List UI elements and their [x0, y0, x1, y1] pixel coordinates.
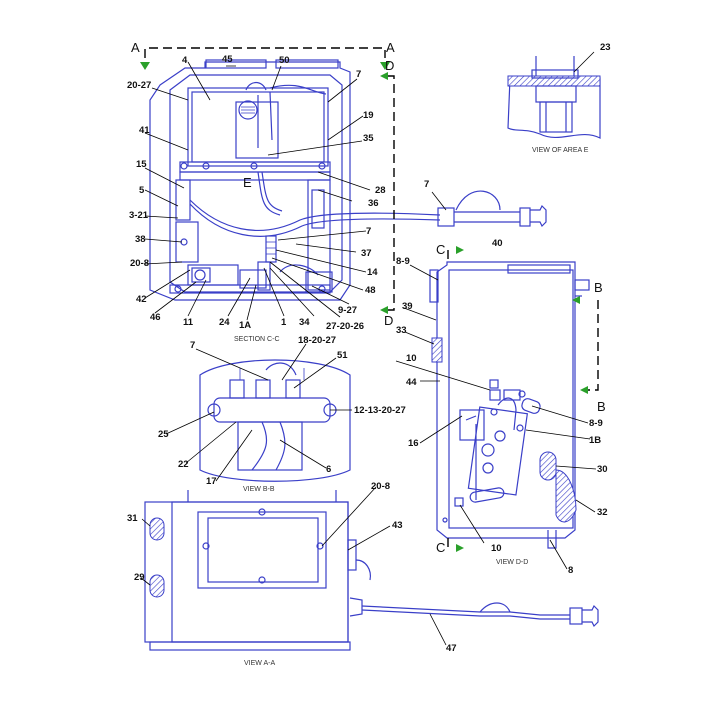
- callout-label: 50: [279, 55, 290, 66]
- callout-label: 47: [446, 643, 457, 654]
- a-right-arrow: [380, 62, 390, 70]
- b-bottom-arrow: [580, 386, 588, 394]
- callout-label: 7: [356, 69, 361, 80]
- marker-a-left: A: [131, 40, 140, 55]
- callout-label: 30: [597, 464, 608, 475]
- callout-label: 29: [134, 572, 145, 583]
- callout-label: 41: [139, 125, 150, 136]
- callout-label: 18-20-27: [298, 335, 336, 346]
- leader-lines: [140, 51, 597, 646]
- caption-view-bb: VIEW B-B: [243, 486, 275, 493]
- callout-label: 1A: [239, 320, 251, 331]
- callout-label: 17: [206, 476, 217, 487]
- callout-label: 1B: [589, 435, 601, 446]
- marker-a-right: A: [386, 40, 395, 55]
- view-dd-callouts: 40 8-9 39 33 10 44 8-9 1B 16 30 32 10 8: [396, 238, 608, 576]
- callout-label: 20-8: [130, 258, 149, 269]
- marker-b-top: B: [594, 280, 603, 295]
- caption-view-dd: VIEW D-D: [496, 559, 528, 566]
- callout-label: 6: [326, 464, 331, 475]
- view-aa-callouts: 20-8 31 43 29 47: [127, 481, 457, 654]
- callout-label: 44: [406, 377, 417, 388]
- caption-view-aa: VIEW A-A: [244, 660, 275, 667]
- callout-label: 1: [281, 317, 287, 328]
- section-cc-drawing: [149, 59, 441, 301]
- callout-label: 22: [178, 459, 189, 470]
- view-dd-drawing: [429, 261, 590, 549]
- callout-label: 31: [127, 513, 138, 524]
- area-e-callouts: 23: [600, 42, 611, 53]
- caption-area-e: VIEW OF AREA E: [532, 147, 589, 154]
- view-aa-drawing: [144, 490, 599, 651]
- callout-label: 25: [158, 429, 169, 440]
- callout-label: 20-27: [127, 80, 151, 91]
- callout-label: 3-21: [129, 210, 149, 221]
- caption-section-cc: SECTION C-C: [234, 336, 280, 343]
- d-top-arrow: [380, 72, 388, 80]
- callout-label: 15: [136, 159, 147, 170]
- callout-label: 4: [182, 55, 188, 66]
- callout-label: 48: [365, 285, 376, 296]
- callout-label: 32: [597, 507, 608, 518]
- area-e-drawing: [507, 56, 601, 139]
- callout-label: 20-8: [371, 481, 390, 492]
- callout-label: 10: [491, 543, 502, 554]
- section-lines: [144, 47, 599, 548]
- harness-callouts: 7: [424, 179, 429, 190]
- view-bb-callouts: 7 18-20-27 51 25 12-13-20-27 22 6 17: [158, 335, 406, 487]
- view-captions: SECTION C-C VIEW OF AREA E VIEW B-B VIEW…: [234, 147, 589, 667]
- callout-label: 11: [183, 317, 194, 328]
- callout-label: 14: [367, 267, 378, 278]
- callout-label: 24: [219, 317, 230, 328]
- callout-label: 7: [424, 179, 429, 190]
- a-left-arrow: [140, 62, 150, 70]
- callout-label: 12-13-20-27: [354, 405, 406, 416]
- section-letters: A A D D B B C C E: [131, 40, 606, 555]
- callout-label: 28: [375, 185, 386, 196]
- callout-label: 51: [337, 350, 348, 361]
- callout-label: 37: [361, 248, 372, 259]
- callout-label: 5: [139, 185, 145, 196]
- callout-label: 27-20-26: [326, 321, 364, 332]
- marker-d-bottom: D: [384, 313, 393, 328]
- callout-label: 10: [406, 353, 417, 364]
- callout-label: 40: [492, 238, 503, 249]
- callout-label: 8-9: [396, 256, 410, 267]
- callout-label: 38: [135, 234, 146, 245]
- callout-label: 8: [568, 565, 573, 576]
- c-top-arrow: [456, 246, 464, 254]
- callout-label: 34: [299, 317, 310, 328]
- callout-label: 7: [366, 226, 371, 237]
- d-bottom-arrow: [380, 306, 388, 314]
- b-top-arrow: [572, 296, 580, 304]
- marker-c-top: C: [436, 242, 445, 257]
- callout-label: 42: [136, 294, 147, 305]
- callout-label: 46: [150, 312, 161, 323]
- callout-label: 23: [600, 42, 611, 53]
- callout-label: 33: [396, 325, 407, 336]
- callout-label: 43: [392, 520, 403, 531]
- marker-b-bottom: B: [597, 399, 606, 414]
- section-cc-callouts: 4 45 50 7 20-27 19 41 35 15 28 5 36 3-21…: [127, 54, 386, 332]
- harness-drawing: [437, 190, 547, 228]
- section-arrows: [140, 62, 588, 552]
- callout-label: 45: [222, 54, 233, 65]
- callout-label: 35: [363, 133, 374, 144]
- callout-label: 16: [408, 438, 419, 449]
- callout-label: 7: [190, 340, 195, 351]
- marker-c-bottom: C: [436, 540, 445, 555]
- callout-label: 36: [368, 198, 379, 209]
- callout-label: 19: [363, 110, 374, 121]
- callout-label: 39: [402, 301, 413, 312]
- callout-label: 8-9: [589, 418, 603, 429]
- c-bottom-arrow: [456, 544, 464, 552]
- marker-e: E: [243, 175, 252, 190]
- marker-d-top: D: [385, 58, 394, 73]
- callout-label: 9-27: [338, 305, 357, 316]
